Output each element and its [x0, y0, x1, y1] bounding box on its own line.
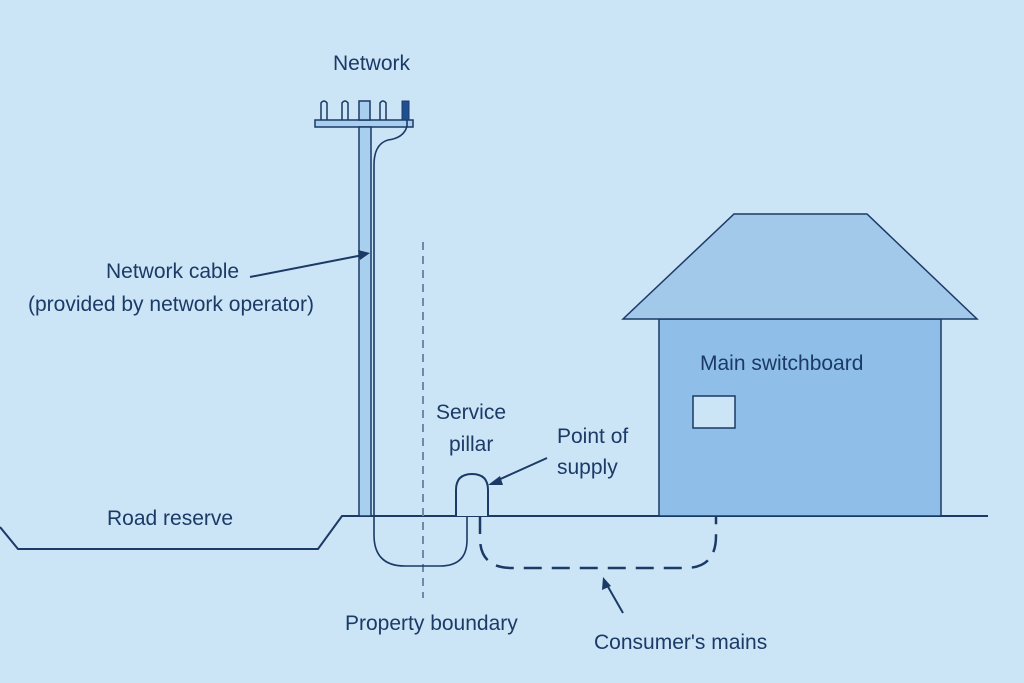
network-label: Network [333, 52, 411, 75]
consumers-mains-line [478, 428, 718, 570]
pole [358, 126, 372, 517]
road-reserve-label: Road reserve [107, 507, 234, 530]
insulator-3 [358, 100, 371, 121]
service-pillar-label-2: pillar [449, 433, 494, 456]
insulator-1 [320, 100, 328, 120]
point-of-supply-label-2: supply [557, 456, 618, 479]
main-switchboard-label: Main switchboard [700, 352, 864, 375]
property-boundary-label: Property boundary [345, 612, 518, 635]
point-of-supply-arrow [495, 457, 548, 482]
consumers-mains-arrow [606, 584, 624, 614]
network-cable-arrow [249, 254, 364, 278]
consumers-mains-arrowhead [602, 577, 611, 590]
network-cable-line [373, 120, 408, 516]
service-pillar [455, 472, 489, 516]
house-roof [621, 213, 979, 320]
service-pillar-label-1: Service [436, 401, 507, 424]
point-of-supply-arrowhead [488, 476, 503, 485]
insulator-2 [341, 100, 349, 120]
network-cable-sublabel: (provided by network operator) [28, 293, 314, 316]
insulator-4 [379, 100, 387, 120]
network-cable-arrowhead [358, 250, 370, 260]
underground-network-cable [373, 516, 468, 567]
main-switchboard-box [692, 395, 736, 429]
road-profile [0, 515, 988, 550]
insulator-5 [401, 100, 410, 121]
pole-crossarm [314, 119, 414, 128]
point-of-supply-label-1: Point of [557, 425, 629, 448]
consumers-mains-label: Consumer's mains [594, 631, 768, 654]
network-cable-label: Network cable [106, 260, 240, 283]
